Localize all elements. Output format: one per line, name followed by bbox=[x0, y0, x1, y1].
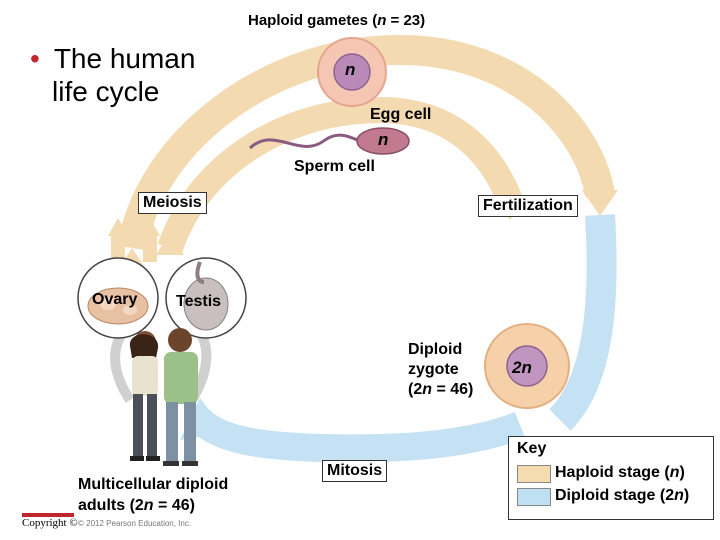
testis-label: Testis bbox=[176, 293, 222, 310]
pearson-bar bbox=[22, 513, 74, 517]
egg-cell-label: Egg cell bbox=[370, 106, 432, 123]
key-title: Key bbox=[517, 440, 547, 457]
bullet-line-2: life cycle bbox=[52, 76, 160, 107]
copyright-text: Copyright © bbox=[22, 517, 78, 529]
zygote-label: Diploid zygote (2n = 46) bbox=[408, 341, 474, 398]
diploid-stage-label: Diploid stage (2n) bbox=[555, 487, 690, 504]
mitosis-label: Mitosis bbox=[322, 460, 388, 482]
testis-graphic bbox=[165, 257, 247, 339]
sperm-cell-graphic bbox=[248, 127, 410, 155]
zygote-graphic bbox=[484, 323, 570, 409]
key-legend: Key Haploid stage (n) Diploid stage (2n) bbox=[508, 436, 714, 520]
fertilization-label: Fertilization bbox=[478, 195, 578, 217]
title: Haploid gametes (n = 23) bbox=[248, 12, 426, 29]
bullet-text: • The human life cycle bbox=[30, 42, 195, 108]
egg-cell-graphic bbox=[317, 37, 387, 107]
adults-label: Multicellular diploid adults (2n = 46) bbox=[78, 476, 229, 514]
haploid-swatch bbox=[517, 465, 551, 483]
ovary-label: Ovary bbox=[92, 291, 138, 308]
people-graphic bbox=[129, 328, 198, 466]
bullet-dot: • bbox=[30, 43, 40, 74]
pearson-credit: © 2012 Pearson Education, Inc. bbox=[78, 519, 192, 528]
diploid-swatch bbox=[517, 488, 551, 506]
bullet-line-1: The human bbox=[53, 43, 196, 74]
ovary-graphic bbox=[77, 257, 159, 339]
haploid-stage-label: Haploid stage (n) bbox=[555, 464, 685, 481]
sperm-cell-label: Sperm cell bbox=[294, 158, 375, 175]
sperm-ploidy: n bbox=[378, 130, 389, 149]
egg-ploidy: n bbox=[345, 60, 356, 79]
meiosis-label: Meiosis bbox=[138, 192, 207, 214]
zygote-ploidy: 2n bbox=[512, 358, 532, 377]
